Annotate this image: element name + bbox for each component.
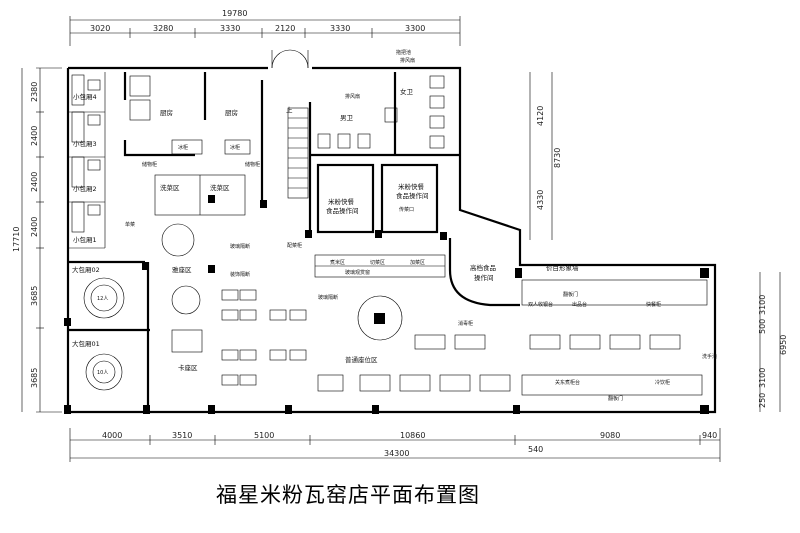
- deco-partition: 装饰隔断: [230, 271, 250, 278]
- stair-up: 上: [286, 105, 293, 114]
- room-small-private-2: 小包厢2: [73, 184, 97, 193]
- dim-bottom-5: 9080: [600, 431, 620, 440]
- room-male-wc: 男卫: [340, 114, 354, 122]
- dim-right-total-2: 6950: [779, 335, 788, 355]
- kitchen-block: 厨房 厨房 冰柜 冰柜 储物柜 储物柜 洗菜区 洗菜区 单菜: [123, 72, 264, 228]
- freezer-1: 冰柜: [178, 144, 188, 151]
- wash-area-2: 洗菜区: [210, 183, 230, 192]
- dim-top-2: 3280: [153, 24, 173, 33]
- table-10-label: 10人: [97, 370, 108, 376]
- stair-restroom: 上 男卫 女卫 排风扇 排风扇 拖把池: [286, 49, 460, 232]
- dim-bottom-4: 10860: [400, 431, 425, 440]
- dim-bottom-extra: 540: [528, 445, 543, 454]
- dim-top-4: 2120: [275, 24, 295, 33]
- storage-1: 储物柜: [142, 161, 157, 168]
- dim-right-2: 4330: [536, 190, 545, 210]
- dim-bottom-total: 34300: [384, 449, 409, 458]
- exhaust-fan-2: 排风扇: [400, 57, 415, 64]
- room-small-private-4: 小包厢4: [73, 92, 97, 101]
- outer-walls: [66, 49, 717, 414]
- service-counters: 价目形象墙 双人收银台 出品台 快餐柜 翻板门 洗手池 关东煮柜台 冷饮柜 翻板…: [458, 263, 717, 402]
- premium-op-line-2: 操作间: [474, 273, 494, 282]
- dim-left-2: 2400: [30, 126, 39, 146]
- image-wall: 价目形象墙: [546, 263, 579, 272]
- room-female-wc: 女卫: [400, 87, 414, 96]
- rice-op-2-line-2: 食品操作间: [396, 191, 429, 200]
- counter-east: 关东煮柜台: [555, 379, 580, 386]
- rice-op-2-line-1: 米粉快餐: [398, 182, 425, 191]
- single-dish: 单菜: [125, 221, 135, 228]
- dim-left-total: 17710: [12, 227, 21, 252]
- dim-top-1: 3020: [90, 24, 110, 33]
- wash-cab: 消毒柜: [458, 320, 473, 327]
- counter-double: 双人收银台: [528, 301, 553, 308]
- room-large-private-2: 大包厢02: [72, 265, 100, 274]
- dining-areas: 雅座区 卡座区 装饰隔断 玻璃隔断 玻璃隔断 普通座位区: [161, 223, 681, 392]
- left-dimensions: 17710 2380 2400 2400 2400 3685 3685: [12, 67, 62, 413]
- dim-right-total: 8730: [553, 148, 562, 168]
- dim-right-3: 3100: [758, 295, 767, 315]
- zone-elegant: 雅座区: [172, 265, 192, 274]
- dim-top-total: 19780: [222, 9, 247, 18]
- glass-window: 玻璃观赏窗: [345, 269, 370, 276]
- freezer-2: 冰柜: [230, 144, 240, 151]
- dim-right-5: 3100: [758, 368, 767, 388]
- rice-op-1-line-1: 米粉快餐: [328, 197, 355, 206]
- dim-bottom-2: 3510: [172, 431, 192, 440]
- rice-op-1-line-2: 食品操作间: [326, 206, 359, 215]
- page-title: 福星米粉瓦窑店平面布置图: [216, 483, 480, 507]
- zone-rice: 煮米区: [330, 259, 345, 266]
- zone-cut: 切菜区: [370, 259, 385, 266]
- structural-columns: [64, 195, 709, 414]
- rice-operation-rooms: 米粉快餐 食品操作间 米粉快餐 食品操作间 传菜口 煮米区 切菜区 加菜区 玻璃…: [287, 163, 520, 307]
- zone-common: 普通座位区: [345, 355, 378, 364]
- storage-2: 储物柜: [245, 161, 260, 168]
- top-dimensions: 19780 3020 3280 3330 2120 3330 3300: [69, 9, 461, 46]
- dim-right-1: 4120: [536, 106, 545, 126]
- wash-area-1: 洗菜区: [160, 183, 180, 192]
- table-12-label: 12人: [97, 296, 108, 302]
- room-kitchen-2: 厨房: [225, 108, 238, 117]
- glass-partition-2: 玻璃隔断: [318, 294, 338, 301]
- cold-drink: 冷饮柜: [655, 379, 670, 386]
- room-kitchen-1: 厨房: [160, 108, 173, 117]
- dim-top-5: 3330: [330, 24, 350, 33]
- premium-op-line-1: 高档食品: [470, 263, 496, 272]
- right-dimensions: 4120 4330 8730 3100 500 3100 250 6950: [529, 72, 788, 412]
- dim-bottom-1: 4000: [102, 431, 122, 440]
- dim-bottom-6: 940: [702, 431, 717, 440]
- dim-right-6: 250: [758, 393, 767, 408]
- room-small-private-1: 小包厢1: [73, 235, 97, 244]
- dim-top-6: 3300: [405, 24, 425, 33]
- dim-left-1: 2380: [30, 82, 39, 102]
- dim-bottom-3: 5100: [254, 431, 274, 440]
- pass-window: 传菜口: [399, 206, 414, 213]
- room-large-private-1: 大包厢01: [72, 339, 100, 348]
- hand-wash: 洗手池: [702, 353, 717, 360]
- glass-partition-1: 玻璃隔断: [230, 243, 250, 250]
- dim-left-3: 2400: [30, 172, 39, 192]
- counter-meal: 出品台: [572, 301, 587, 308]
- dim-left-5: 3685: [30, 286, 39, 306]
- dim-left-6: 3685: [30, 368, 39, 388]
- room-small-private-3: 小包厢3: [73, 139, 97, 148]
- dim-top-3: 3330: [220, 24, 240, 33]
- zone-process: 加菜区: [410, 259, 425, 266]
- bottom-dimensions: 4000 3510 5100 10860 9080 940 540 34300: [69, 428, 721, 462]
- dim-left-4: 2400: [30, 217, 39, 237]
- zone-booth: 卡座区: [178, 363, 198, 372]
- dim-right-4: 500: [758, 319, 767, 334]
- flip-door-1: 翻板门: [563, 291, 578, 298]
- exhaust-fan-1: 排风扇: [345, 93, 360, 100]
- flip-door-2: 翻板门: [608, 395, 623, 402]
- private-rooms-left: 小包厢4 小包厢3 小包厢2 小包厢1 大包厢02 12人 大包厢01 10人: [68, 72, 150, 412]
- counter-fast: 快餐柜: [646, 301, 661, 308]
- delivery-cab: 配菜柜: [287, 242, 302, 249]
- mop-sink: 拖把池: [396, 49, 411, 56]
